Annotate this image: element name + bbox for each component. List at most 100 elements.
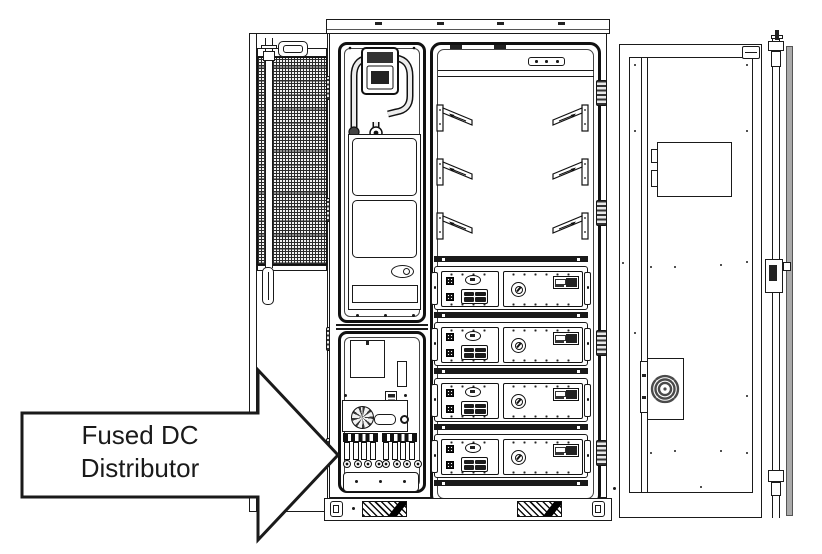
control-box-tab [366, 340, 369, 345]
fuse-terminal-strip [382, 433, 417, 442]
screw-dot [344, 394, 347, 397]
rod-lock-tab [783, 262, 791, 271]
battery-front-plate [503, 383, 583, 419]
screw-dot [746, 452, 748, 454]
door-edge-strip [786, 46, 793, 516]
rod-top-finial [775, 30, 779, 40]
ring-terminal-row [343, 460, 383, 468]
connector-square-icon [446, 461, 454, 469]
right-door-hinge [596, 200, 607, 226]
door-stiffener [641, 57, 642, 493]
connector-square-icon [446, 389, 454, 397]
mounting-rail [434, 312, 588, 318]
fuse-holder [361, 442, 368, 460]
callout-label: Fused DC Distributor [22, 419, 258, 485]
pump-display [371, 71, 389, 84]
top-cap-line [327, 29, 609, 30]
top-clip [494, 45, 506, 49]
module-latch-ear [431, 440, 438, 473]
shelf-bracket-right [552, 158, 589, 186]
screw-dot [622, 262, 624, 264]
base-bracket-slot [333, 505, 339, 513]
blank-panel-1 [352, 138, 417, 196]
screw-dot [634, 332, 636, 334]
rod-latch-bottom-body [771, 482, 781, 496]
cylinder-fuse [374, 414, 396, 425]
rod-latch-top [768, 41, 784, 51]
callout-line2: Distributor [80, 453, 200, 483]
base-vent-grille [517, 501, 562, 517]
module-latch-ear [431, 272, 438, 305]
mounting-rail [434, 368, 588, 374]
shelf-bracket-left [436, 212, 473, 240]
battery-module [431, 322, 591, 366]
screw-dot [634, 64, 636, 66]
oval-connector-icon [465, 331, 481, 341]
rod-lock-core [769, 265, 777, 281]
screw-dot [355, 480, 358, 483]
mounting-rail [434, 480, 588, 486]
battery-module [431, 378, 591, 422]
rod-cam-block [263, 51, 275, 61]
callout-line1: Fused DC [81, 420, 199, 450]
connector-square-icon [446, 445, 454, 453]
screw-dot [556, 60, 559, 63]
shelf-bracket-right [552, 212, 589, 240]
fuse-holder [391, 442, 398, 460]
control-box [350, 340, 385, 378]
din-rail-cover [397, 361, 407, 387]
product-label [553, 444, 579, 457]
battery-front-plate [503, 271, 583, 307]
connector-square-icon [446, 349, 454, 357]
top-cap-screw [558, 22, 565, 25]
mesh-bottom-strip [257, 265, 327, 271]
fan-bracket-slot [642, 374, 646, 377]
base-bracket-slot [595, 505, 601, 513]
screw-dot [352, 507, 355, 510]
circular-connector-icon [511, 338, 526, 353]
fuse-holder [344, 442, 350, 460]
fuse-holder [400, 442, 407, 460]
connector-square-icon [446, 277, 454, 285]
battery-front-plate [503, 327, 583, 363]
screw-dot [720, 450, 722, 452]
right-door-hinge [596, 80, 607, 106]
shelf-bracket-right [552, 104, 589, 132]
screw-dot [674, 450, 676, 452]
round-port [400, 415, 409, 424]
lift-handle-inner [283, 45, 303, 53]
ring-terminal [382, 460, 390, 468]
bay-top-rail [438, 70, 594, 71]
mounting-rail [434, 256, 588, 262]
right-door-inner-panel [629, 57, 753, 493]
fan-bracket-slot [642, 396, 646, 399]
shelf-bracket-left [436, 158, 473, 186]
fuse-holder [408, 442, 415, 460]
left-door-locking-rod [265, 38, 273, 268]
hose-assembly [348, 46, 416, 140]
fuse-holder [369, 442, 376, 460]
cooling-fan-icon [650, 374, 680, 404]
product-label [553, 388, 579, 401]
callout-arrow-shape [20, 366, 341, 544]
screw-dot [650, 452, 652, 454]
module-latch-ear [584, 384, 591, 417]
screw-dot [746, 395, 748, 397]
base-vent-grille [362, 501, 407, 517]
door-stiffener [647, 57, 648, 493]
cable-slot [352, 285, 418, 303]
cable-coil [351, 406, 374, 429]
top-cap-screw [437, 22, 444, 25]
rod-latch-bottom [768, 470, 784, 482]
module-latch-ear [584, 440, 591, 473]
oval-connector-icon [465, 387, 481, 397]
module-latch-ear [431, 328, 438, 361]
module-latch-ear [584, 272, 591, 305]
screw-dot [746, 130, 748, 132]
connector-square-icon [446, 405, 454, 413]
rod-handle-line [267, 272, 269, 300]
top-cap-screw [497, 22, 504, 25]
fuse-holder-group [344, 442, 376, 460]
screw-dot [746, 64, 748, 66]
battery-front-plate [503, 439, 583, 475]
